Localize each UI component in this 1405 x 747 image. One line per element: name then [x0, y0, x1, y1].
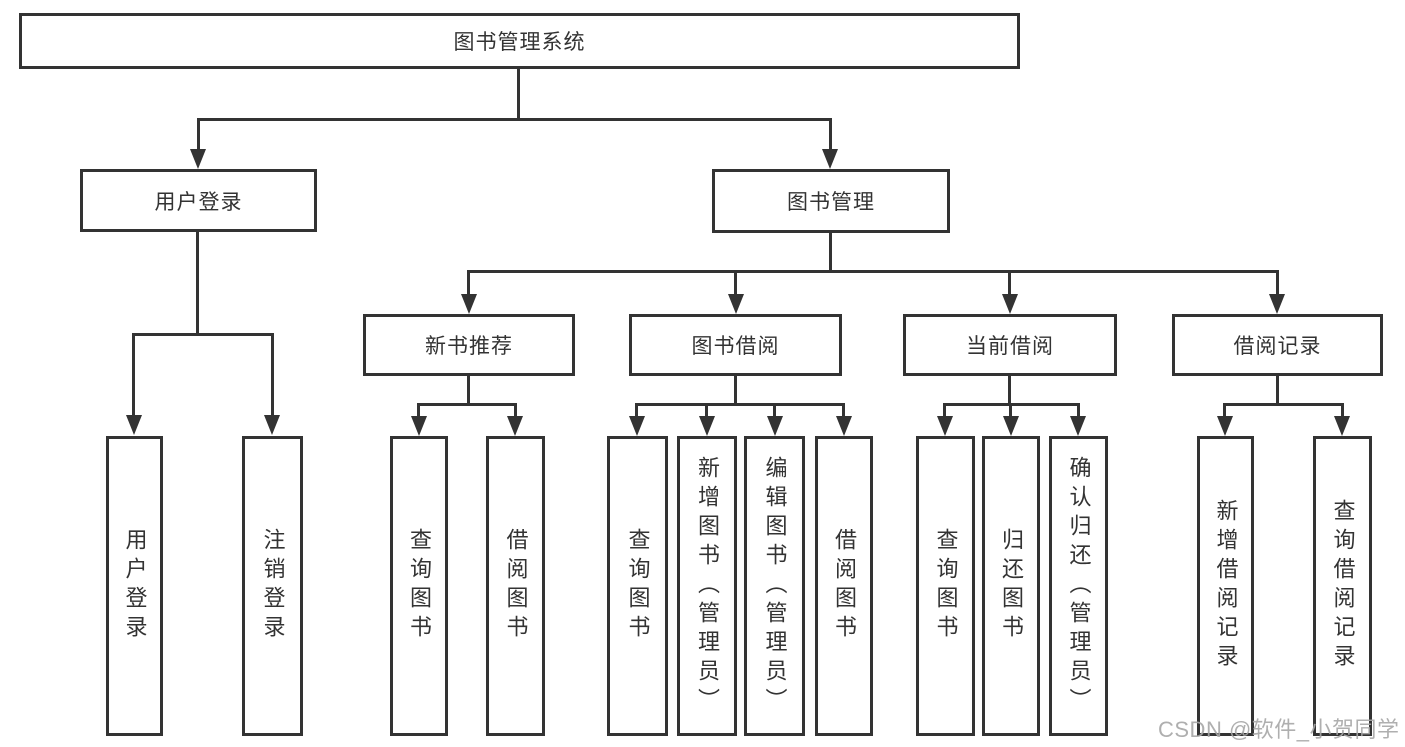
connector-line [514, 403, 517, 418]
node-label: 查询图书 [625, 528, 651, 644]
connector-line [734, 270, 737, 296]
node-leaf-logout: 注销登录 [242, 436, 303, 736]
arrow-down-icon [1002, 294, 1018, 314]
arrow-down-icon [822, 149, 838, 169]
arrow-down-icon [411, 416, 427, 436]
arrow-down-icon [836, 416, 852, 436]
arrow-down-icon [728, 294, 744, 314]
connector-line [196, 232, 199, 336]
node-label: 编辑图书（管理员） [762, 455, 788, 717]
connector-line [943, 403, 946, 418]
connector-line [132, 333, 135, 417]
node-new-book-recommendation: 新书推荐 [363, 314, 575, 376]
arrow-down-icon [461, 294, 477, 314]
connector-line [467, 270, 1279, 273]
connector-line [1223, 403, 1344, 406]
node-label: 注销登录 [260, 528, 286, 644]
connector-line [197, 118, 200, 151]
node-book-management: 图书管理 [712, 169, 950, 233]
connector-line [1008, 270, 1011, 296]
arrow-down-icon [507, 416, 523, 436]
node-label: 图书管理系统 [453, 31, 586, 54]
arrow-down-icon [937, 416, 953, 436]
connector-line [467, 376, 470, 406]
connector-line [1276, 376, 1279, 406]
connector-line [1009, 403, 1012, 418]
node-root-library-system: 图书管理系统 [19, 13, 1020, 69]
arrow-down-icon [1334, 416, 1350, 436]
node-label: 归还图书 [999, 528, 1024, 644]
arrow-down-icon [1269, 294, 1285, 314]
node-leaf-borrow-books-1: 借阅图书 [486, 436, 545, 736]
connector-line [1223, 403, 1226, 418]
node-leaf-add-borrow-record: 新增借阅记录 [1197, 436, 1254, 736]
node-leaf-add-books-admin: 新增图书（管理员） [677, 436, 737, 736]
connector-line [1341, 403, 1344, 418]
connector-line [417, 403, 420, 418]
arrow-down-icon [264, 415, 280, 435]
connector-line [734, 376, 737, 406]
connector-line [1077, 403, 1080, 418]
connector-line [773, 403, 776, 418]
connector-line [705, 403, 708, 418]
node-leaf-borrow-books-2: 借阅图书 [815, 436, 873, 736]
node-label: 借阅图书 [832, 528, 857, 644]
node-leaf-query-borrow-record: 查询借阅记录 [1313, 436, 1372, 736]
connector-line [271, 333, 274, 417]
connector-line [635, 403, 638, 418]
node-label: 借阅记录 [1233, 335, 1322, 358]
csdn-watermark: CSDN @软件_小贺同学 [1158, 717, 1400, 742]
connector-line [197, 118, 832, 121]
node-leaf-return-books: 归还图书 [982, 436, 1040, 736]
node-label: 借阅图书 [503, 528, 529, 644]
node-label: 新增借阅记录 [1213, 499, 1239, 673]
node-label: 用户登录 [122, 528, 148, 644]
node-leaf-query-books-3: 查询图书 [916, 436, 975, 736]
arrow-down-icon [1217, 416, 1233, 436]
node-label: 查询图书 [407, 528, 432, 644]
node-label: 当前借阅 [966, 335, 1054, 358]
node-label: 图书借阅 [691, 335, 780, 358]
node-label: 用户登录 [154, 190, 243, 214]
node-current-borrowing: 当前借阅 [903, 314, 1117, 376]
connector-line [829, 118, 832, 151]
connector-line [1276, 270, 1279, 296]
node-label: 确认归还（管理员） [1066, 455, 1092, 717]
node-label: 新增图书（管理员） [695, 455, 720, 717]
node-borrowing-records: 借阅记录 [1172, 314, 1383, 376]
arrow-down-icon [190, 149, 206, 169]
node-label: 查询借阅记录 [1330, 499, 1356, 673]
connector-line [635, 403, 844, 406]
arrow-down-icon [1003, 416, 1019, 436]
node-leaf-query-books-1: 查询图书 [390, 436, 448, 736]
node-book-borrowing: 图书借阅 [629, 314, 842, 376]
connector-line [1008, 376, 1011, 406]
node-label: 新书推荐 [425, 335, 513, 358]
arrow-down-icon [699, 416, 715, 436]
node-label: 查询图书 [933, 528, 959, 644]
node-user-login: 用户登录 [80, 169, 317, 232]
connector-line [467, 270, 470, 296]
node-leaf-edit-books-admin: 编辑图书（管理员） [744, 436, 805, 736]
arrow-down-icon [629, 416, 645, 436]
node-leaf-user-login: 用户登录 [106, 436, 163, 736]
node-label: 图书管理 [787, 191, 875, 214]
arrow-down-icon [767, 416, 783, 436]
node-leaf-confirm-return-admin: 确认归还（管理员） [1049, 436, 1108, 736]
connector-line [842, 403, 845, 418]
connector-line [417, 403, 517, 406]
connector-line [829, 233, 832, 273]
connector-line [132, 333, 274, 336]
arrow-down-icon [1070, 416, 1086, 436]
arrow-down-icon [126, 415, 142, 435]
connector-line [517, 69, 520, 121]
node-leaf-query-books-2: 查询图书 [607, 436, 668, 736]
